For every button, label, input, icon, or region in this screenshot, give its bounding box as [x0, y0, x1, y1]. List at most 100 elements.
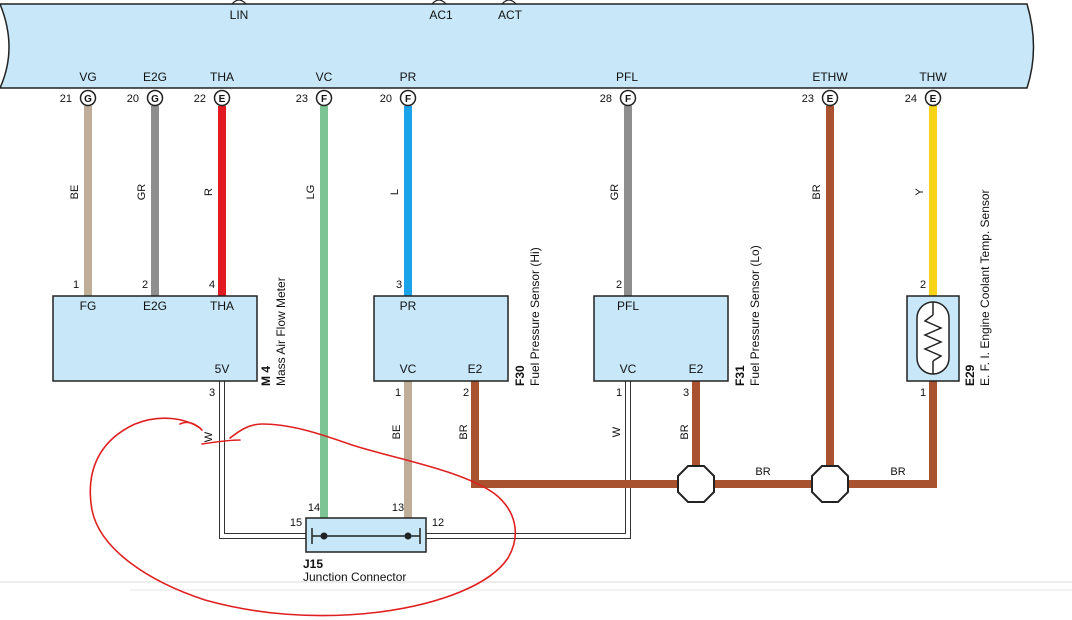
- fps-lo-component-box: [593, 295, 729, 382]
- wire-color-code: W: [203, 431, 215, 442]
- maf-component-box: [52, 295, 258, 382]
- ecu-top-pin-label: LIN: [230, 8, 249, 22]
- ecu-terminal-name: PR: [400, 70, 417, 84]
- component-terminal: VC: [400, 362, 417, 376]
- wire-color-code: Y: [914, 188, 926, 196]
- pin-number: 14: [308, 502, 320, 514]
- fps-hi-component-box: [373, 295, 509, 382]
- pin-number: 2: [616, 279, 622, 291]
- component-code: J15: [303, 557, 323, 571]
- wire-color-code: L: [389, 189, 401, 195]
- hand-drawn-annotation: [179, 421, 241, 445]
- pin-number: 1: [920, 387, 926, 399]
- ecu-terminal-pin: 20 F: [380, 89, 417, 107]
- connector-letter: E: [219, 94, 226, 105]
- wire-color-code: R: [203, 188, 215, 196]
- pin-number: 3: [396, 279, 402, 291]
- wire-maf-5v-core: [220, 381, 306, 538]
- component-terminal: FG: [80, 299, 97, 313]
- component-terminal: PFL: [617, 299, 639, 313]
- connector-letter: F: [321, 94, 327, 105]
- ecu-top-pin-label: ACT: [498, 8, 523, 22]
- pin-number: 4: [209, 279, 215, 291]
- pin-number: 1: [395, 387, 401, 399]
- ecu-terminal-pin: 21 G: [60, 89, 97, 107]
- component-terminal: THA: [210, 299, 234, 313]
- pin-number: 23: [802, 93, 814, 105]
- wire-color-code: W: [611, 426, 623, 437]
- hand-drawn-annotation: [89, 417, 517, 617]
- ecu-terminal-pin: 24 E: [905, 89, 942, 107]
- ecu-terminal-name: VG: [79, 70, 96, 84]
- wire-color-code: BR: [679, 424, 691, 439]
- connector-letter: E: [827, 94, 834, 105]
- component-name: E. F. I. Engine Coolant Temp. Sensor: [978, 189, 992, 386]
- wire-color-code: BE: [391, 425, 403, 440]
- ecu-terminal-pin: 23 F: [296, 89, 333, 107]
- pin-number: 2: [920, 279, 926, 291]
- ecu-terminal-name: ETHW: [812, 70, 848, 84]
- pin-number: 3: [209, 387, 215, 399]
- component-terminal: PR: [400, 299, 417, 313]
- pin-number: 1: [616, 387, 622, 399]
- resistor-icon: [923, 314, 943, 362]
- wire-maf-5v: [219, 381, 306, 539]
- wire-color-code: BR: [458, 424, 470, 439]
- pin-number: 20: [380, 93, 392, 105]
- wire-ect-e2: [830, 381, 937, 488]
- ecu-terminal-pin: 20 G: [127, 89, 164, 107]
- wire-color-code: BR: [890, 466, 905, 478]
- component-name: Junction Connector: [303, 570, 406, 584]
- ecu-terminal-name: E2G: [143, 70, 167, 84]
- pin-number: 20: [127, 93, 139, 105]
- pin-number: 23: [296, 93, 308, 105]
- pin-number: 21: [60, 93, 72, 105]
- component-terminal: 5V: [215, 362, 230, 376]
- pin-number: 2: [463, 387, 469, 399]
- component-terminal: E2G: [143, 299, 167, 313]
- wire-color-code: BR: [811, 184, 823, 199]
- ecu-terminal-name: THA: [210, 70, 234, 84]
- pin-number: 13: [392, 502, 404, 514]
- component-terminal: E2: [468, 362, 483, 376]
- component-name: Mass Air Flow Meter: [274, 277, 288, 386]
- pin-number: 24: [905, 93, 917, 105]
- connector-letter: G: [151, 94, 159, 105]
- ecu-terminal-pin: 28 F: [600, 89, 637, 107]
- component-code: E29: [963, 364, 977, 386]
- component-terminal: E2: [689, 362, 704, 376]
- connector-letter: E: [930, 94, 937, 105]
- wire-color-code: GR: [136, 184, 148, 201]
- component-code: M 4: [259, 366, 273, 386]
- splice-point: [677, 465, 715, 503]
- ecu-top-pin-stub: [231, 0, 247, 5]
- component-terminal: VC: [620, 362, 637, 376]
- splice-point: [811, 465, 849, 503]
- pin-number: 15: [290, 517, 302, 529]
- ecu-terminal-pin: 23 E: [802, 89, 839, 107]
- pin-number: 3: [683, 387, 689, 399]
- ecu-terminal-name: PFL: [616, 70, 638, 84]
- ecu-terminal-pin: 22 E: [194, 89, 231, 107]
- wire-color-code: GR: [609, 184, 621, 201]
- ecu-top-pin-stub: [501, 0, 517, 5]
- pin-number: 12: [432, 517, 444, 529]
- component-code: F30: [513, 365, 527, 386]
- pin-number: 1: [73, 279, 79, 291]
- component-code: F31: [733, 365, 747, 386]
- wire-color-code: LG: [305, 185, 317, 200]
- wire-pfl-vc: [426, 381, 631, 539]
- ecu-body: [0, 3, 1035, 89]
- component-name: Fuel Pressure Sensor (Lo): [748, 245, 762, 386]
- pin-number: 28: [600, 93, 612, 105]
- ecu-terminal-name: VC: [316, 70, 333, 84]
- component-name: Fuel Pressure Sensor (Hi): [528, 247, 542, 386]
- connector-letter: F: [625, 94, 631, 105]
- ecu-top-pin-stub: [431, 0, 447, 5]
- wire-color-code: BE: [69, 185, 81, 200]
- ecu-top-pin-label: AC1: [429, 8, 453, 22]
- wire-color-code: BR: [755, 466, 770, 478]
- wire-pfl-vc-core: [426, 381, 630, 538]
- pin-number: 22: [194, 93, 206, 105]
